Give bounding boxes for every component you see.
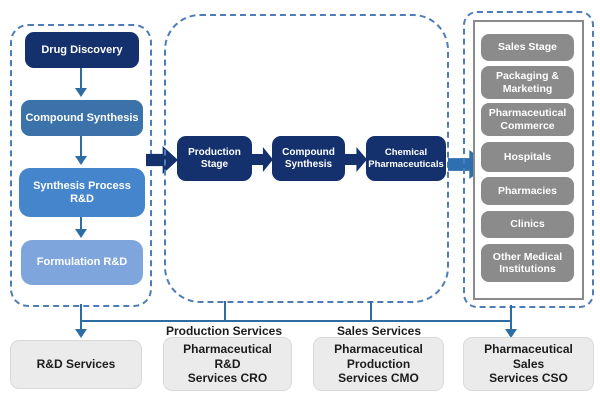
connector-sales-arrow-head bbox=[505, 329, 517, 338]
node-pharmacies-label: Pharmacies bbox=[498, 184, 557, 197]
connector-production-stub-2 bbox=[370, 301, 372, 321]
node-compound-synthesis-rnd: Compound Synthesis bbox=[21, 100, 143, 136]
node-compound-synthesis-production-label: Compound Synthesis bbox=[282, 146, 335, 170]
connector-horizontal-line bbox=[80, 320, 512, 322]
node-cso-services: Pharmaceutical Sales Services CSO bbox=[463, 337, 594, 391]
node-production-stage: Production Stage bbox=[177, 136, 252, 181]
node-sales-stage-label: Sales Stage bbox=[498, 41, 557, 54]
arrow-head-rnd-2 bbox=[75, 156, 87, 165]
connector-sales-arrow-line bbox=[510, 322, 512, 330]
sales-stage-panel bbox=[463, 11, 594, 308]
node-packaging-marketing-label: Packaging & Marketing bbox=[495, 70, 560, 95]
node-sales-stage: Sales Stage bbox=[481, 34, 574, 61]
node-rnd-services: R&D Services bbox=[10, 340, 142, 389]
node-cro-services-label: Pharmaceutical R&D Services CRO bbox=[183, 342, 272, 386]
node-cmo-services: Pharmaceutical Production Services CMO bbox=[313, 337, 444, 391]
node-pharmaceutical-commerce-label: Pharmaceutical Commerce bbox=[488, 107, 567, 132]
node-synthesis-process-rnd-label: Synthesis Process R&D bbox=[33, 179, 131, 205]
arrow-line-rnd-1 bbox=[80, 68, 82, 89]
node-formulation-rnd: Formulation R&D bbox=[21, 240, 143, 285]
node-other-medical-institutions: Other Medical Institutions bbox=[481, 244, 574, 282]
node-pharmacies: Pharmacies bbox=[481, 177, 574, 205]
node-hospitals-label: Hospitals bbox=[503, 150, 552, 163]
node-chemical-pharmaceuticals: Chemical Pharmaceuticals bbox=[366, 136, 446, 181]
node-chemical-pharmaceuticals-label: Chemical Pharmaceuticals bbox=[368, 147, 444, 170]
node-pharmaceutical-commerce: Pharmaceutical Commerce bbox=[481, 103, 574, 136]
node-drug-discovery: Drug Discovery bbox=[25, 32, 139, 68]
connector-production-stub-1 bbox=[224, 301, 226, 321]
node-synthesis-process-rnd: Synthesis Process R&D bbox=[19, 168, 145, 217]
arrow-line-rnd-2 bbox=[80, 136, 82, 157]
node-compound-synthesis-production: Compound Synthesis bbox=[272, 136, 345, 181]
connector-sales-stub bbox=[510, 305, 512, 321]
node-drug-discovery-label: Drug Discovery bbox=[41, 43, 123, 56]
connector-rnd-arrow-line bbox=[80, 322, 82, 330]
node-hospitals: Hospitals bbox=[481, 142, 574, 172]
connector-rnd-stub bbox=[80, 304, 82, 321]
node-clinics: Clinics bbox=[481, 211, 574, 238]
arrow-head-rnd-1 bbox=[75, 88, 87, 97]
production-services-label: Production Services bbox=[165, 324, 283, 338]
node-cso-services-label: Pharmaceutical Sales Services CSO bbox=[484, 342, 573, 386]
node-rnd-services-label: R&D Services bbox=[36, 357, 116, 372]
node-other-medical-institutions-label: Other Medical Institutions bbox=[492, 250, 563, 275]
arrow-line-rnd-3 bbox=[80, 217, 82, 230]
node-cro-services: Pharmaceutical R&D Services CRO bbox=[163, 337, 292, 391]
connector-rnd-arrow-head bbox=[75, 329, 87, 338]
arrow-head-rnd-3 bbox=[75, 229, 87, 238]
node-cmo-services-label: Pharmaceutical Production Services CMO bbox=[334, 342, 423, 386]
node-clinics-label: Clinics bbox=[510, 218, 545, 231]
node-production-stage-label: Production Stage bbox=[188, 146, 241, 170]
node-packaging-marketing: Packaging & Marketing bbox=[481, 66, 574, 99]
node-formulation-rnd-label: Formulation R&D bbox=[36, 256, 128, 269]
sales-services-label: Sales Services bbox=[336, 324, 422, 338]
node-compound-synthesis-rnd-label: Compound Synthesis bbox=[25, 111, 139, 124]
